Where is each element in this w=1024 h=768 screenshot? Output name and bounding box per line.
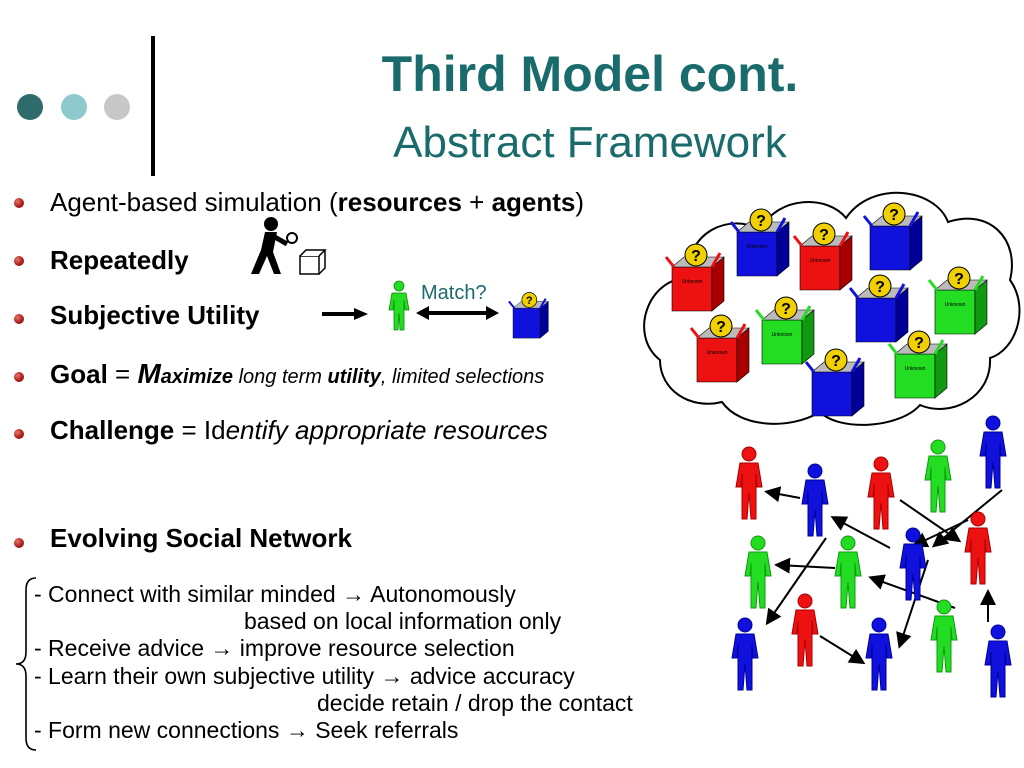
bullet-marker	[14, 198, 24, 208]
question-mark: ?	[875, 279, 885, 296]
person-icon	[924, 439, 952, 513]
person-icon	[867, 456, 895, 530]
bullet-marker	[14, 314, 24, 324]
decor-dot-2	[61, 94, 87, 120]
question-mark: ?	[691, 248, 701, 265]
sublist-line-4: - Learn their own subjective utility → a…	[34, 663, 575, 689]
challenge-label: Challenge	[50, 415, 175, 445]
question-mark: ?	[831, 353, 841, 370]
bullet-marker	[14, 429, 24, 439]
bullet-text: Agent-based simulation (	[50, 187, 338, 217]
person-with-magnifier-icon	[251, 217, 298, 274]
resource-box-icon: ?	[862, 202, 923, 271]
sublist-line-6: - Form new connections → Seek referrals	[34, 717, 459, 743]
sublist-line-2: based on local information only	[244, 608, 562, 634]
person-icon	[865, 617, 893, 691]
network-link-arrow	[896, 559, 929, 649]
goal-tail: , limited selections	[380, 366, 545, 388]
person-icon	[984, 624, 1012, 698]
bullet-marker	[14, 256, 24, 266]
close-paren: )	[575, 187, 585, 217]
person-icon	[834, 535, 862, 609]
sublist-line-5: decide retain / drop the contact	[317, 690, 633, 716]
person-icon	[791, 593, 819, 667]
bullet-agent-simulation: Agent-based simulation (resources + agen…	[50, 187, 584, 218]
green-agent-icon	[388, 280, 410, 331]
box-label: Unknown	[707, 350, 728, 356]
box-label: Unknown	[682, 279, 703, 285]
network-link-arrow	[911, 519, 969, 548]
question-mark: ?	[781, 301, 791, 318]
person-icon	[979, 415, 1007, 489]
resource-box-icon: Unknown?	[792, 222, 853, 291]
box-label: Unknown	[747, 244, 768, 250]
small-box-icon	[299, 249, 327, 275]
network-link-arrow	[764, 486, 801, 503]
maximize-m: M	[137, 358, 161, 389]
box-label: Unknown	[905, 366, 926, 372]
challenge-rest: entify appropriate resources	[225, 415, 548, 445]
bullet-repeatedly: Repeatedly	[50, 245, 189, 275]
resource-box-icon: Unknown?	[689, 314, 750, 383]
sublist-line-1: - Connect with similar minded → Autonomo…	[34, 581, 516, 607]
resource-box-icon: Unknown?	[927, 266, 988, 335]
bullet-marker	[14, 538, 24, 548]
goal-eq: =	[107, 359, 138, 389]
bullet-subjective-utility: Subjective Utility	[50, 300, 260, 330]
bullet-marker	[14, 372, 24, 382]
title-divider	[151, 36, 155, 176]
person-icon	[731, 617, 759, 691]
person-icon	[801, 463, 829, 537]
decor-dot-1	[17, 94, 43, 120]
resource-box-icon: Unknown?	[729, 208, 790, 277]
box-label: Unknown	[772, 332, 793, 338]
question-mark: ?	[819, 227, 829, 244]
challenge-eq: = Id	[174, 415, 226, 445]
bullet-social-network: Evolving Social Network	[50, 523, 352, 553]
network-link-arrow	[931, 489, 1003, 548]
goal-mid: long term	[233, 366, 328, 388]
maximize-rest: aximize	[160, 366, 234, 388]
plus-sign: +	[461, 187, 492, 217]
match-label: Match?	[421, 282, 487, 304]
resource-box-icon: ?	[804, 348, 865, 417]
question-mark: ?	[889, 207, 899, 224]
sublist-line-3: - Receive advice → improve resource sele…	[34, 635, 515, 661]
bullet-challenge: Challenge = Identify appropriate resourc…	[50, 415, 548, 446]
network-link-arrow	[830, 516, 891, 549]
person-icon	[964, 511, 992, 585]
agents-term: agents	[491, 187, 576, 217]
goal-label: Goal	[50, 359, 108, 389]
person-icon	[930, 599, 958, 673]
question-mark: ?	[716, 319, 726, 336]
question-mark: ?	[914, 335, 924, 352]
network-link-arrow	[819, 635, 866, 665]
resource-box-icon: ?	[848, 274, 909, 343]
box-label: Unknown	[945, 302, 966, 308]
slide-title: Third Model cont.	[381, 46, 799, 102]
resource-box-icon: Unknown?	[664, 243, 725, 312]
slide-subtitle: Abstract Framework	[393, 118, 787, 167]
network-link-arrow	[765, 537, 827, 626]
arrow-right-icon	[322, 308, 368, 320]
question-mark: ?	[756, 213, 766, 230]
question-mark: ?	[954, 271, 964, 288]
person-icon	[899, 527, 927, 601]
bullet-goal: Goal = Maximize long term utility, limit…	[50, 358, 544, 390]
resource-box-icon: Unknown?	[887, 330, 948, 399]
double-arrow-icon	[416, 306, 499, 320]
resources-term: resources	[337, 187, 462, 217]
decor-dot-3	[104, 94, 130, 120]
question-mark: ?	[526, 295, 533, 307]
resource-box-icon: Unknown?	[754, 296, 815, 365]
goal-utility: utility	[327, 366, 381, 388]
curly-brace	[15, 577, 37, 751]
person-icon	[744, 535, 772, 609]
person-icon	[735, 446, 763, 520]
resource-box-icon: ?	[508, 292, 549, 339]
box-label: Unknown	[810, 258, 831, 264]
